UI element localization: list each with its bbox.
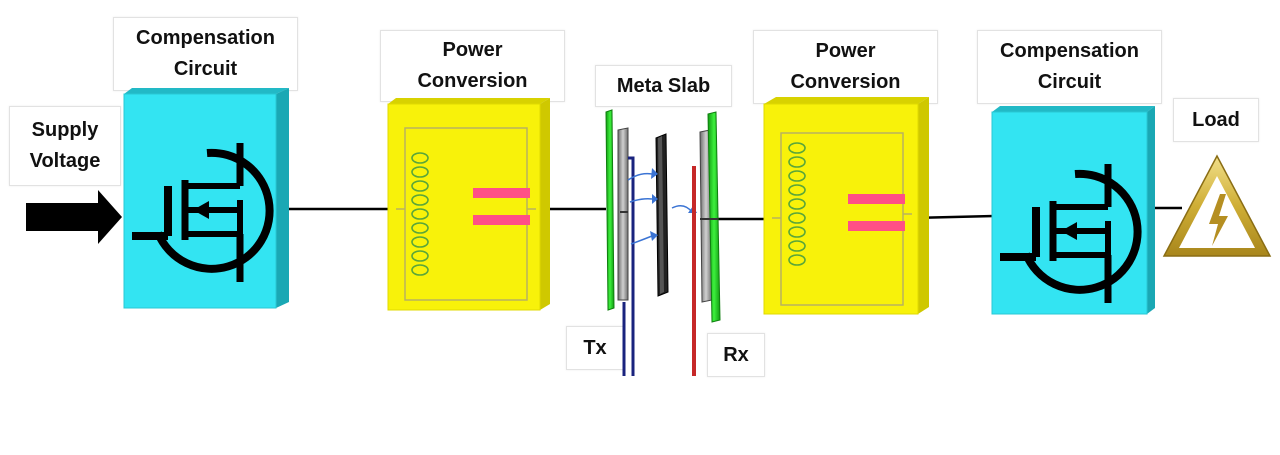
coil-turn xyxy=(788,156,806,168)
tx-label: Tx xyxy=(566,326,624,370)
meta-slab xyxy=(655,133,669,297)
coil-inductor-icon xyxy=(411,152,429,276)
wire-connections xyxy=(276,206,1182,221)
meta-slab-label: Meta Slab xyxy=(595,65,732,107)
wire-power-to-comp-right xyxy=(911,214,995,220)
power-block-right xyxy=(763,97,929,315)
coil-turn xyxy=(788,184,806,196)
compensation-block-left xyxy=(123,88,289,309)
coil-turn xyxy=(788,142,806,154)
capacitor-icon xyxy=(848,194,905,231)
high-voltage-warning-icon xyxy=(1162,154,1272,257)
coil-turn xyxy=(788,170,806,182)
coil-turn xyxy=(411,236,429,248)
coil-turn xyxy=(411,208,429,220)
coil-turn xyxy=(411,194,429,206)
mosfet-transistor-icon xyxy=(132,143,274,282)
mosfet-transistor-icon xyxy=(1000,164,1142,303)
coil-turn xyxy=(411,264,429,276)
coil-turn xyxy=(411,250,429,262)
coil-turn xyxy=(411,222,429,234)
load-label: Load xyxy=(1173,98,1259,142)
field-arrows xyxy=(627,168,697,245)
coil-turn xyxy=(788,212,806,224)
coil-turn xyxy=(788,254,806,266)
coil-turn xyxy=(411,152,429,164)
coil-turn xyxy=(411,180,429,192)
coil-turn xyxy=(788,198,806,210)
coil-inductor-icon xyxy=(788,142,806,266)
rx-label: Rx xyxy=(707,333,765,377)
arrow-right-icon xyxy=(26,190,122,244)
compensation-block-right xyxy=(991,106,1155,315)
power-block-left xyxy=(387,98,550,311)
coil-turn xyxy=(788,226,806,238)
coil-turn xyxy=(788,240,806,252)
capacitor-icon xyxy=(473,188,530,225)
coil-turn xyxy=(411,166,429,178)
